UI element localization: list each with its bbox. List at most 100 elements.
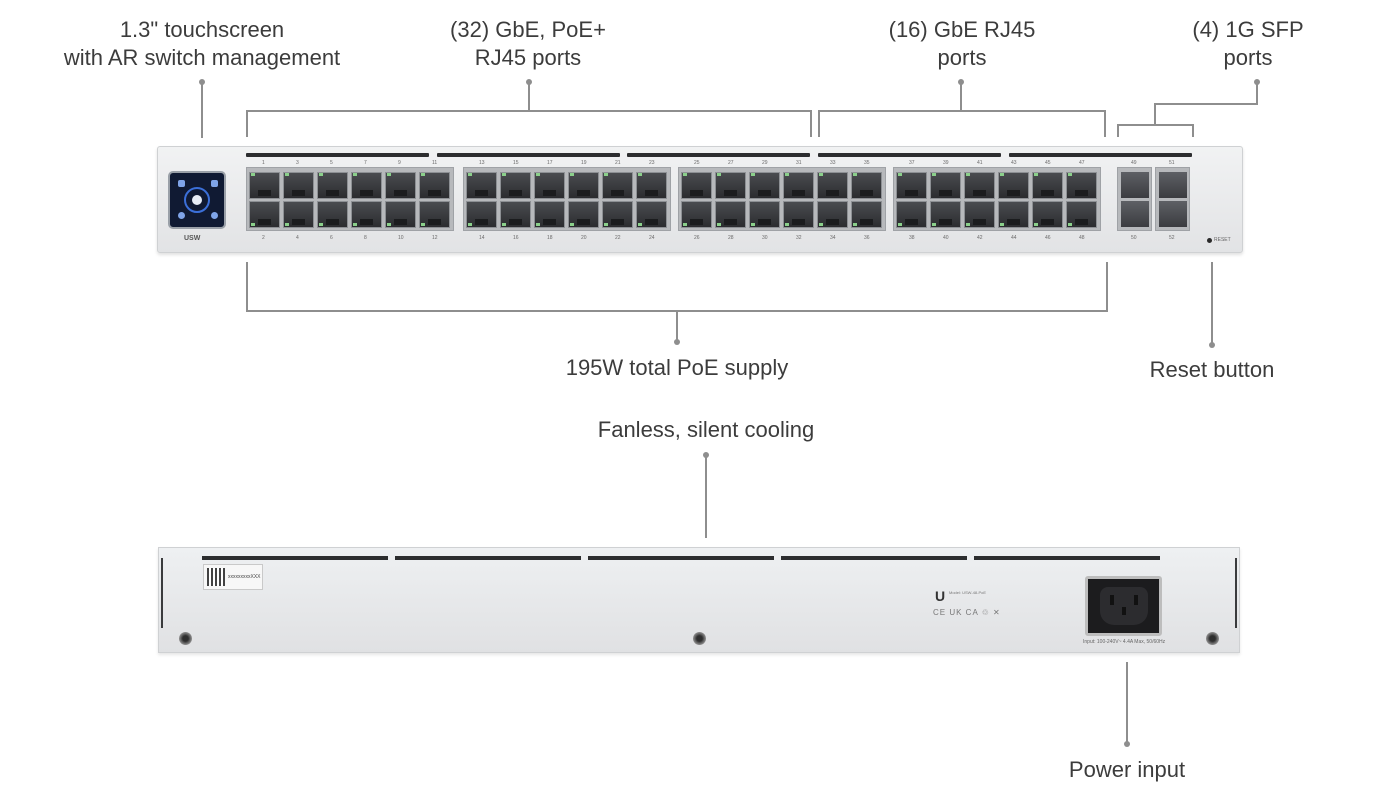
port-led xyxy=(387,173,391,176)
reset-button[interactable] xyxy=(1207,238,1212,243)
sfp-ports-bracket xyxy=(1117,82,1258,137)
port-number: 34 xyxy=(830,235,836,241)
sfp-cage xyxy=(1155,167,1190,231)
serial-text: xxxxxxxxxXXX xyxy=(228,574,261,580)
port-number: 30 xyxy=(762,235,768,241)
rear-edge-right xyxy=(1235,558,1237,628)
rj45-port[interactable] xyxy=(1032,172,1063,199)
rj45-port[interactable] xyxy=(419,172,450,199)
port-led xyxy=(1068,223,1072,226)
poe-ports-callout-line1: (32) GbE, PoE+ xyxy=(450,17,606,42)
sfp-port[interactable] xyxy=(1159,201,1187,227)
port-led xyxy=(932,173,936,176)
port-number: 3 xyxy=(296,160,299,166)
poe-supply-callout: 195W total PoE supply xyxy=(565,355,789,380)
port-led xyxy=(751,223,755,226)
port-led xyxy=(468,223,472,226)
rj45-port[interactable] xyxy=(249,172,280,199)
poe-ports-bracket xyxy=(246,82,812,137)
gbe-ports-callout-line2: ports xyxy=(937,45,987,70)
port-number: 20 xyxy=(581,235,587,241)
touchscreen-display[interactable] xyxy=(168,171,226,229)
rj45-port[interactable] xyxy=(351,172,382,199)
port-number: 5 xyxy=(330,160,333,166)
rj45-port[interactable] xyxy=(500,172,531,199)
port-group-bar xyxy=(627,153,810,157)
sfp-port[interactable] xyxy=(1121,172,1149,198)
port-block xyxy=(678,167,886,231)
port-led xyxy=(536,173,540,176)
rj45-port[interactable] xyxy=(1066,172,1097,199)
touchscreen-bottom-left-icon xyxy=(178,212,185,219)
rj45-port[interactable] xyxy=(817,172,848,199)
rj45-port[interactable] xyxy=(749,172,780,199)
port-number: 6 xyxy=(330,235,333,241)
rj45-port[interactable] xyxy=(681,172,712,199)
vent-bar xyxy=(781,556,967,560)
port-number: 38 xyxy=(909,235,915,241)
port-number: 1 xyxy=(262,160,265,166)
port-led xyxy=(785,223,789,226)
rj45-port[interactable] xyxy=(466,172,497,199)
touchscreen-callout-line1: 1.3" touchscreen xyxy=(119,17,285,42)
port-number: 26 xyxy=(694,235,700,241)
port-number: 43 xyxy=(1011,160,1017,166)
port-led xyxy=(353,223,357,226)
switch-rear-panel: xxxxxxxxxXXX U Model: USW-48-PoE CE UK C… xyxy=(158,547,1240,653)
sfp-port[interactable] xyxy=(1159,172,1187,198)
port-led xyxy=(468,173,472,176)
vent-bar xyxy=(588,556,774,560)
rj45-port[interactable] xyxy=(602,172,633,199)
port-led xyxy=(683,173,687,176)
rj45-port[interactable] xyxy=(534,172,565,199)
port-led xyxy=(932,223,936,226)
rj45-port[interactable] xyxy=(317,172,348,199)
cooling-callout: Fanless, silent cooling xyxy=(597,417,815,442)
sfp-number: 51 xyxy=(1169,160,1175,166)
port-group-bar xyxy=(246,153,429,157)
port-led xyxy=(966,223,970,226)
screw-icon xyxy=(1206,632,1219,645)
rj45-port[interactable] xyxy=(636,172,667,199)
rj45-port[interactable] xyxy=(568,172,599,199)
power-inlet[interactable] xyxy=(1085,576,1162,636)
rj45-port[interactable] xyxy=(998,172,1029,199)
sfp-ports-callout: (4) 1G SFP ports xyxy=(1178,16,1318,72)
rj45-port[interactable] xyxy=(783,172,814,199)
sfp-ports-callout-line1: (4) 1G SFP xyxy=(1192,17,1304,42)
port-number: 2 xyxy=(262,235,265,241)
rj45-port[interactable] xyxy=(851,172,882,199)
port-number: 4 xyxy=(296,235,299,241)
port-led xyxy=(502,223,506,226)
port-led xyxy=(536,223,540,226)
rj45-port[interactable] xyxy=(500,201,531,228)
port-led xyxy=(717,223,721,226)
rj45-port[interactable] xyxy=(896,172,927,199)
screw-icon xyxy=(693,632,706,645)
power-pin xyxy=(1122,607,1126,615)
port-number: 22 xyxy=(615,235,621,241)
gbe-ports-callout: (16) GbE RJ45 ports xyxy=(862,16,1062,72)
port-led xyxy=(421,223,425,226)
poe-ports-callout: (32) GbE, PoE+ RJ45 ports xyxy=(428,16,628,72)
port-led xyxy=(1034,223,1038,226)
rj45-port[interactable] xyxy=(715,172,746,199)
port-number: 21 xyxy=(615,160,621,166)
port-number: 13 xyxy=(479,160,485,166)
rj45-port[interactable] xyxy=(283,172,314,199)
reset-callout: Reset button xyxy=(1149,357,1275,382)
port-led xyxy=(1034,173,1038,176)
sfp-port[interactable] xyxy=(1121,201,1149,227)
device-brand: USW xyxy=(184,235,201,242)
port-led xyxy=(898,173,902,176)
rj45-port[interactable] xyxy=(964,172,995,199)
port-led xyxy=(638,223,642,226)
port-led xyxy=(785,173,789,176)
rj45-port[interactable] xyxy=(385,172,416,199)
rj45-port[interactable] xyxy=(930,172,961,199)
touchscreen-top-left-icon xyxy=(178,180,185,187)
port-led xyxy=(285,173,289,176)
poe-supply-bracket xyxy=(246,262,1108,342)
port-led xyxy=(502,173,506,176)
